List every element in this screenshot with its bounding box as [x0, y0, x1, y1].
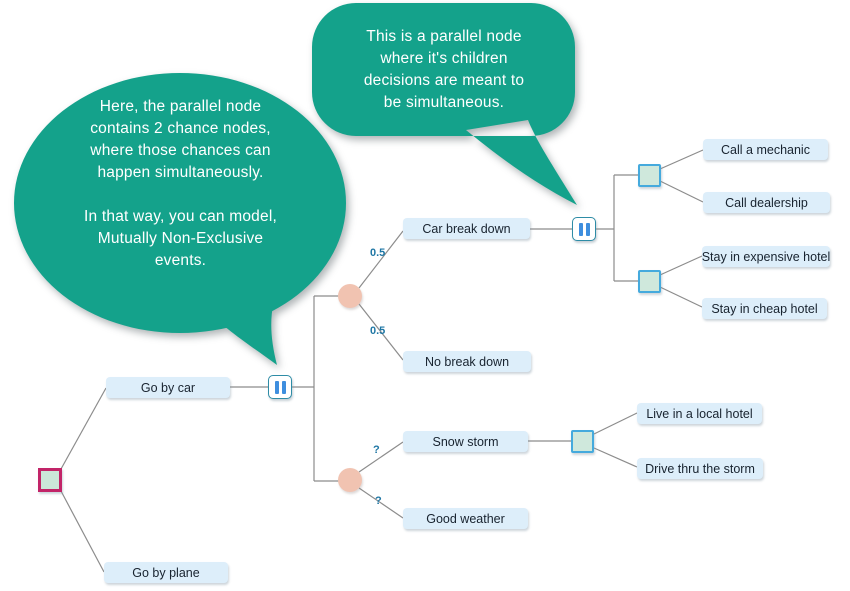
branch-label-stay-cheap-hotel[interactable]: Stay in cheap hotel [702, 298, 827, 319]
branch-line-drive-thru [593, 447, 638, 468]
branch-label-go-by-plane[interactable]: Go by plane [104, 562, 228, 583]
branch-label-live-in-local-hotel[interactable]: Live in a local hotel [637, 403, 762, 424]
parallel1-fork [292, 295, 339, 482]
branch-line-no-break-down [358, 303, 404, 361]
branch-label-call-a-mechanic[interactable]: Call a mechanic [703, 139, 828, 160]
probability-no-break-down[interactable]: 0.5 [370, 325, 386, 337]
branch-label-call-dealership[interactable]: Call dealership [703, 192, 830, 213]
branch-label-good-weather[interactable]: Good weather [403, 508, 528, 529]
parallel-node-1[interactable] [268, 375, 292, 399]
root-decision-node[interactable] [38, 468, 62, 492]
branch-line-good-weather [358, 487, 404, 519]
chance-node-2[interactable] [338, 468, 362, 492]
parallel-node-2[interactable] [572, 217, 596, 241]
branch-line-snow-storm [358, 441, 404, 473]
branch-line-local-hotel [593, 412, 638, 435]
decision-node-3[interactable] [571, 430, 594, 453]
decision-node-1[interactable] [638, 164, 661, 187]
probability-snow-storm[interactable]: ? [373, 444, 380, 456]
left-speech-bubble[interactable] [13, 72, 346, 366]
parallel-bars-icon [274, 380, 279, 394]
parallel-bars-icon [585, 222, 590, 236]
branch-label-snow-storm[interactable]: Snow storm [403, 431, 528, 452]
parallel-bars-icon [281, 380, 286, 394]
branch-line-go-by-car [60, 387, 107, 470]
parallel2-fork [596, 174, 639, 282]
branch-line-expensive-hotel [659, 255, 703, 276]
branch-line-call-mechanic [659, 149, 704, 170]
decision-node-2[interactable] [638, 270, 661, 293]
branch-line-go-by-plane [60, 490, 105, 573]
branch-line-car-break-down [358, 230, 404, 289]
branch-label-drive-thru-storm[interactable]: Drive thru the storm [637, 458, 763, 479]
branch-line-call-dealership [659, 180, 704, 203]
chance-node-1[interactable] [338, 284, 362, 308]
probability-car-break-down[interactable]: 0.5 [370, 247, 386, 259]
probability-good-weather[interactable]: ? [375, 495, 382, 507]
branch-label-car-break-down[interactable]: Car break down [403, 218, 530, 239]
left-bubble-text: Here, the parallel node contains 2 chanc… [84, 98, 277, 269]
branch-label-no-break-down[interactable]: No break down [403, 351, 531, 372]
speech-bubbles [13, 3, 577, 366]
top-bubble-text: This is a parallel node where it's child… [363, 28, 525, 111]
connector-lines [60, 149, 704, 573]
parallel-bars-icon [578, 222, 583, 236]
branch-label-stay-expensive-hotel[interactable]: Stay in expensive hotel [702, 246, 830, 267]
branch-label-go-by-car[interactable]: Go by car [106, 377, 230, 398]
branch-line-cheap-hotel [659, 286, 703, 308]
top-speech-bubble[interactable] [312, 3, 577, 205]
